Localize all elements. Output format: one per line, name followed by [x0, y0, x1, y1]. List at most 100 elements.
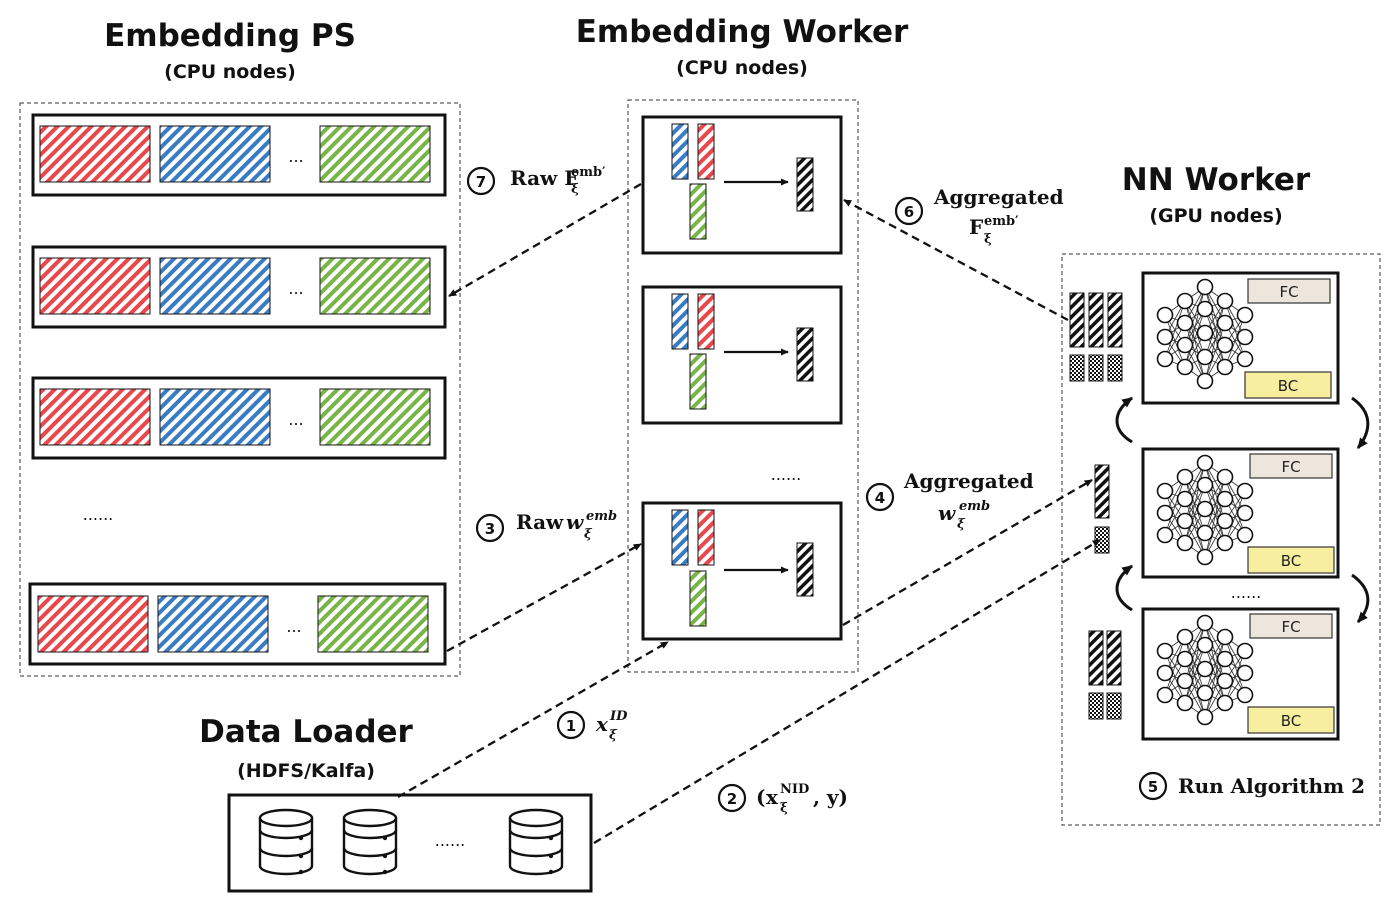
green-embedding-block [319, 257, 431, 315]
nn-node [1216, 650, 1234, 668]
flow-arrow-2 [593, 539, 1101, 844]
fc-box [1247, 278, 1331, 304]
blue-vector [671, 509, 689, 566]
step-3-text: Raw [516, 510, 564, 534]
nn-node [1216, 314, 1234, 332]
nn-edge [1224, 650, 1246, 704]
nn-edge [1184, 476, 1206, 534]
nn-edge [1204, 322, 1226, 382]
step-2-open: ( [756, 785, 765, 809]
fc-label: FC [1279, 283, 1298, 301]
step-3-label: 3 Raw w emb ξ [475, 509, 617, 543]
step-7-number: 7 [476, 173, 486, 191]
step-6-label: 6 Aggregated F emb′ ξ [894, 185, 1064, 247]
step-6-badge [894, 196, 924, 226]
step-5-number: 5 [1148, 778, 1158, 796]
nn-node [1196, 684, 1214, 702]
step-6-symbol: F [969, 215, 983, 239]
nn-node [1196, 278, 1214, 296]
database-top [258, 808, 314, 828]
nn-edge [1164, 636, 1186, 696]
nn-node [1236, 664, 1254, 682]
ps-shard-2: ... [31, 245, 447, 329]
nn-node [1176, 490, 1194, 508]
fc-box [1249, 453, 1333, 479]
embedding-worker-more: ...... [771, 465, 802, 484]
database-ring [342, 847, 398, 858]
neural-network-icon [1156, 454, 1254, 566]
bc-box [1247, 706, 1335, 734]
database-body [508, 818, 564, 876]
step-7-label: 7 Raw F emb′ ξ [466, 165, 606, 197]
nn-node [1176, 292, 1194, 310]
embedding-worker-subtitle: (CPU nodes) [676, 57, 808, 79]
database-led [382, 853, 388, 859]
nn-node [1236, 526, 1254, 544]
embedding-worker-title: Embedding Worker [576, 14, 909, 50]
database-ring [508, 847, 564, 858]
aggregated-vector [796, 327, 814, 382]
green-vector [689, 570, 707, 627]
nn-edge [1184, 300, 1206, 358]
nn-edge [1204, 636, 1226, 718]
step-6-superscript: emb′ [984, 214, 1019, 229]
ps-row-ellipsis: ... [288, 410, 303, 429]
nn-node [1156, 350, 1174, 368]
nn-worker-group [1061, 253, 1381, 826]
ps-shard-4: ... [28, 582, 447, 666]
nn-worker-subtitle: (GPU nodes) [1149, 205, 1282, 227]
green-embedding-block [319, 125, 431, 183]
database-icon [258, 808, 314, 876]
nn-worker-2: FC BC [1141, 447, 1340, 579]
step-7-text: Raw F [510, 166, 578, 190]
bc-label: BC [1281, 712, 1302, 730]
ps-shard-1: ... [31, 113, 447, 197]
nn-edge [1184, 476, 1206, 558]
nn-node [1236, 642, 1254, 660]
nn-node [1156, 482, 1174, 500]
nn-node [1176, 694, 1194, 712]
step-4-subscript: ξ [957, 517, 966, 532]
red-embedding-block [39, 257, 151, 315]
nn-worker-3: FC BC [1141, 607, 1340, 741]
database-icon [508, 808, 564, 876]
nn-edge [1184, 462, 1206, 544]
embedding-worker-2 [641, 285, 843, 425]
nn-node [1236, 306, 1254, 324]
nn-node [1236, 328, 1254, 346]
ring-arrow-up [1115, 564, 1133, 612]
nn-node [1196, 454, 1214, 472]
nn-edge [1204, 636, 1226, 694]
database-top [342, 808, 398, 828]
nn-node [1196, 324, 1214, 342]
nn-edge [1204, 476, 1226, 558]
step-3-symbol: w [566, 510, 584, 534]
nn-edge [1164, 300, 1186, 360]
nn-worker-title: NN Worker [1122, 162, 1311, 198]
nn-node [1156, 306, 1174, 324]
step-6-text: Aggregated [933, 185, 1064, 209]
step-4-text: Aggregated [903, 469, 1034, 493]
embedding-ps-group [19, 102, 461, 677]
green-vector [689, 353, 707, 410]
database-led [382, 869, 388, 875]
step-2-superscript: NID [780, 782, 809, 797]
step-2-label: 2 ( x NID ξ , y) [717, 782, 848, 816]
database-ring [258, 847, 314, 858]
nn-edge [1184, 484, 1206, 544]
ps-row-ellipsis: ... [286, 617, 301, 636]
blue-vector [671, 123, 689, 180]
step-4-superscript: emb [959, 499, 990, 514]
step-1-subscript: ξ [609, 728, 618, 743]
nn-node [1176, 650, 1194, 668]
green-vector [689, 183, 707, 240]
nn-node [1236, 482, 1254, 500]
fc-box [1249, 613, 1333, 639]
step-6-number: 6 [904, 203, 914, 221]
database-led [548, 853, 554, 859]
step-3-superscript: emb [586, 509, 617, 524]
embedding-ps-title: Embedding PS [104, 18, 356, 54]
nn-node [1236, 686, 1254, 704]
step-4-symbol: w [938, 501, 956, 525]
